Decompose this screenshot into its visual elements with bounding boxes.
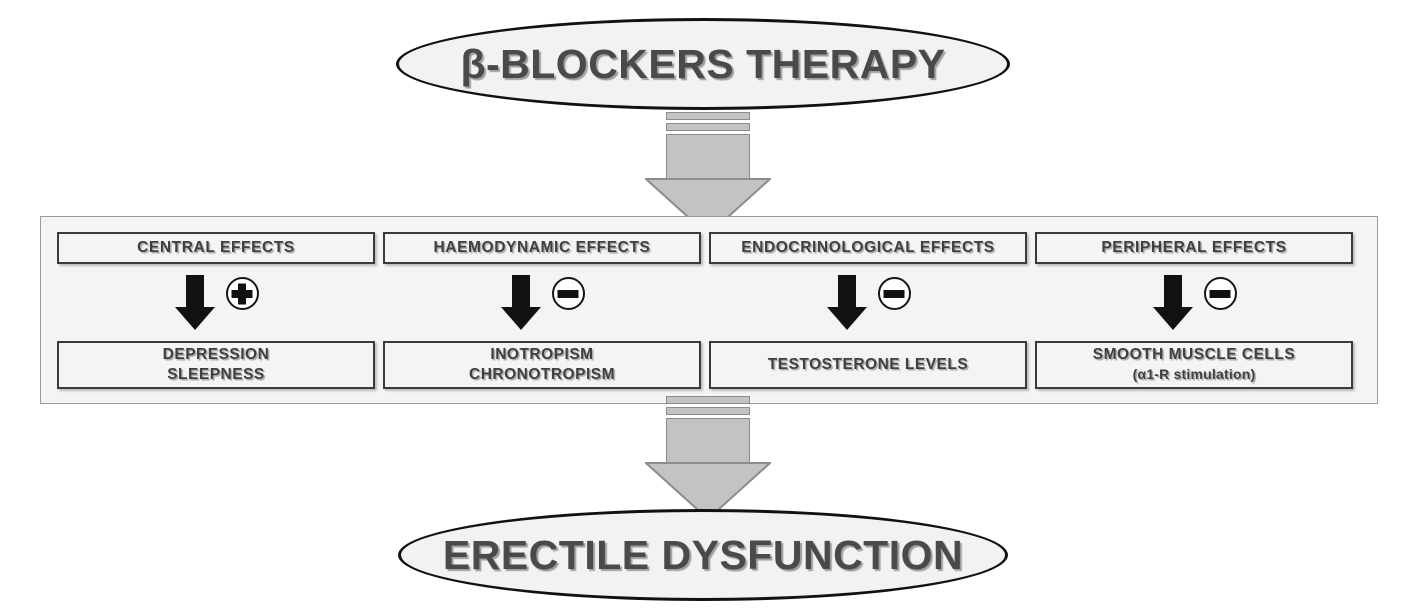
beta-blockers-therapy-label: β-BLOCKERS THERAPY — [460, 40, 946, 87]
header-label-central: CENTRAL EFFECTS — [137, 239, 295, 257]
arrow-stripe-1 — [666, 396, 750, 404]
arrow-stripe-2 — [666, 123, 750, 131]
circled-minus-icon-endocrinological — [877, 277, 911, 310]
arrow-head — [645, 178, 771, 236]
result-box-endocrinological[interactable]: TESTOSTERONE LEVELS — [709, 341, 1027, 389]
arrow-row-central — [57, 275, 375, 335]
result-line2-haemodynamic: CHRONOTROPISM — [469, 366, 615, 383]
arrow-stripe-1 — [666, 112, 750, 120]
effects-column-haemodynamic: HAEMODYNAMIC EFFECTS INOTROPISM CHRONOTR… — [383, 217, 701, 403]
header-box-peripheral[interactable]: PERIPHERAL EFFECTS — [1035, 232, 1353, 264]
arrow-row-peripheral — [1035, 275, 1353, 335]
erectile-dysfunction-node: ERECTILE DYSFUNCTION — [398, 509, 1008, 601]
erectile-dysfunction-label: ERECTILE DYSFUNCTION — [442, 531, 964, 578]
result-label-peripheral: SMOOTH MUSCLE CELLS (α1-R stimulation) — [1093, 345, 1295, 385]
arrow-row-haemodynamic — [383, 275, 701, 335]
effects-panel: CENTRAL EFFECTS DEPRESSION SLEEPNESS HAE… — [40, 216, 1378, 404]
effects-column-central: CENTRAL EFFECTS DEPRESSION SLEEPNESS — [57, 217, 375, 403]
result-label-central: DEPRESSION SLEEPNESS — [163, 345, 270, 385]
arrow-head — [645, 462, 771, 520]
circled-minus-icon-peripheral — [1203, 277, 1237, 310]
result-box-haemodynamic[interactable]: INOTROPISM CHRONOTROPISM — [383, 341, 701, 389]
circled-minus-icon-haemodynamic — [551, 277, 585, 310]
result-box-peripheral[interactable]: SMOOTH MUSCLE CELLS (α1-R stimulation) — [1035, 341, 1353, 389]
arrow-stripe-2 — [666, 407, 750, 415]
block-arrow-down-icon-top — [645, 112, 771, 236]
header-label-haemodynamic: HAEMODYNAMIC EFFECTS — [433, 239, 651, 257]
result-line1-haemodynamic: INOTROPISM — [490, 345, 594, 363]
arrow-shaft — [666, 418, 750, 462]
plus-bar-vertical — [238, 283, 246, 304]
result-sub-peripheral: (α1-R stimulation) — [1132, 366, 1256, 382]
effects-column-peripheral: PERIPHERAL EFFECTS SMOOTH MUSCLE CELLS (… — [1035, 217, 1353, 403]
down-arrow-icon-haemodynamic — [500, 275, 541, 330]
down-arrow-icon-central — [174, 275, 215, 330]
result-line1-endocrinological: TESTOSTERONE LEVELS — [767, 355, 969, 373]
circled-plus-icon-central — [225, 277, 259, 310]
block-arrow-down-icon-bottom — [645, 396, 771, 520]
result-line2-central: SLEEPNESS — [167, 366, 265, 383]
header-box-haemodynamic[interactable]: HAEMODYNAMIC EFFECTS — [383, 232, 701, 264]
header-box-central[interactable]: CENTRAL EFFECTS — [57, 232, 375, 264]
down-arrow-icon-peripheral — [1152, 275, 1193, 330]
down-arrow-icon-endocrinological — [826, 275, 867, 330]
result-label-haemodynamic: INOTROPISM CHRONOTROPISM — [469, 345, 615, 385]
header-label-endocrinological: ENDOCRINOLOGICAL EFFECTS — [741, 239, 995, 257]
result-box-central[interactable]: DEPRESSION SLEEPNESS — [57, 341, 375, 389]
header-box-endocrinological[interactable]: ENDOCRINOLOGICAL EFFECTS — [709, 232, 1027, 264]
result-line1-central: DEPRESSION — [162, 345, 270, 363]
header-label-peripheral: PERIPHERAL EFFECTS — [1101, 239, 1287, 257]
arrow-row-endocrinological — [709, 275, 1027, 335]
beta-blockers-therapy-node: β-BLOCKERS THERAPY — [396, 18, 1010, 110]
minus-bar-horizontal — [557, 289, 579, 298]
arrow-shaft — [666, 134, 750, 178]
result-label-endocrinological: TESTOSTERONE LEVELS — [768, 355, 968, 375]
result-line1-peripheral: SMOOTH MUSCLE CELLS — [1092, 345, 1296, 363]
effects-column-endocrinological: ENDOCRINOLOGICAL EFFECTS TESTOSTERONE LE… — [709, 217, 1027, 403]
minus-bar-horizontal — [883, 289, 905, 298]
minus-bar-horizontal — [1209, 289, 1231, 298]
